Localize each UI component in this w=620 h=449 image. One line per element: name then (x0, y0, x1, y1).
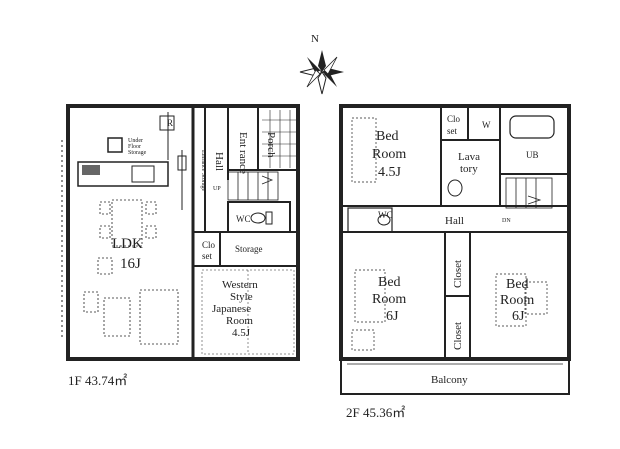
wc-1f-label: WC (236, 214, 251, 224)
svg-text:Room: Room (372, 292, 406, 307)
closet-b-label: Closet (452, 322, 464, 350)
svg-text:6J: 6J (386, 309, 399, 324)
hall-1f-label: Hall (213, 152, 225, 171)
svg-text:tory: tory (460, 163, 478, 175)
svg-text:Japanese: Japanese (212, 303, 251, 315)
ldk-name: LDK (112, 236, 143, 252)
svg-text:Storage: Storage (128, 150, 147, 156)
storage-label: Storage (235, 244, 263, 254)
ub-label: UB (526, 150, 539, 160)
svg-text:Room: Room (226, 315, 253, 327)
svg-text:Floor: Floor (128, 144, 141, 150)
floor1-area-caption: 1F 43.74㎡ (68, 373, 128, 388)
floor2-area-caption: 2F 45.36㎡ (346, 405, 406, 420)
svg-text:Style: Style (230, 291, 253, 303)
bed2-label: Bed (378, 275, 401, 290)
closet-2f-top-label: Clo (447, 114, 461, 124)
w-mark: W (482, 120, 491, 130)
svg-text:6J: 6J (512, 309, 525, 324)
r-mark: R (167, 118, 173, 128)
dn-label: DN (502, 218, 511, 224)
entrance-label: Ent rance (237, 132, 249, 174)
hall-2f-label: Hall (445, 215, 464, 227)
japanese-room-label: Western (222, 279, 258, 291)
bed3-label: Bed (506, 277, 529, 292)
closet-a-label: Closet (452, 260, 464, 288)
closet-1f-label: Clo (202, 240, 216, 250)
ldk-size: 16J (120, 256, 141, 272)
lavatory-label: Lava (458, 151, 480, 163)
up-label: UP (213, 186, 221, 192)
bed1-label: Bed (376, 129, 399, 144)
svg-text:4.5J: 4.5J (378, 165, 402, 180)
svg-text:set: set (202, 251, 212, 261)
compass-icon (299, 50, 344, 95)
svg-text:Room: Room (500, 293, 534, 308)
entrance-storage-label: Entrance Storage (200, 150, 206, 191)
balcony-label: Balcony (431, 374, 468, 386)
svg-text:4.5J: 4.5J (232, 327, 251, 339)
floor2-plan (339, 104, 571, 395)
svg-text:set: set (447, 126, 457, 136)
floor1-plan (61, 104, 300, 361)
compass-north-label: N (311, 33, 319, 45)
svg-text:Room: Room (372, 147, 406, 162)
porch-label: Porch (265, 132, 277, 158)
wc-2f-label: WC (378, 210, 393, 220)
under-floor-label: Under (128, 138, 143, 144)
